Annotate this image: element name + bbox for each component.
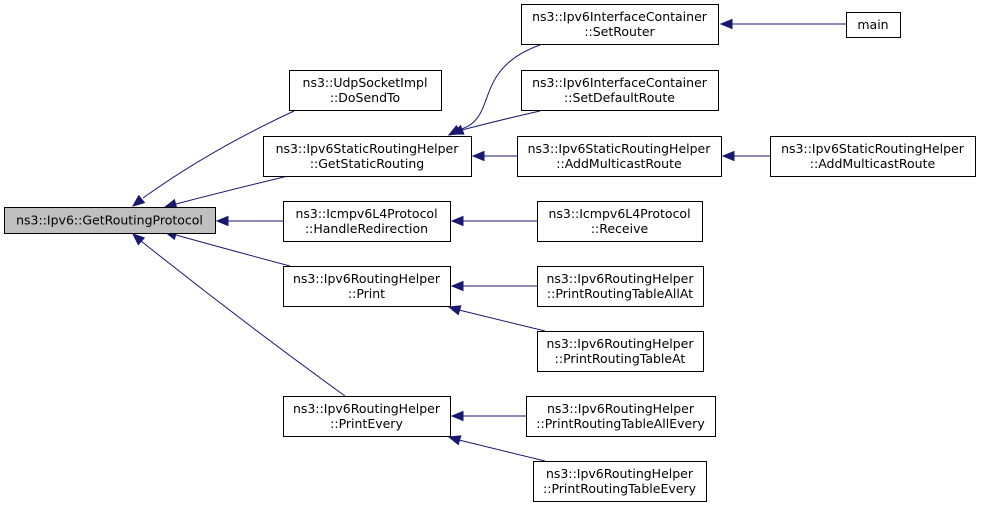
node-box	[517, 136, 722, 177]
arrowhead-icon	[450, 124, 465, 135]
node-label-line: ::AddMulticastRoute	[810, 156, 936, 171]
node-box	[846, 12, 901, 38]
arrowhead-icon	[447, 435, 462, 446]
edge-addmulticast1-to-getstaticrouting	[471, 150, 517, 162]
node-label-line: ns3::Icmpv6L4Protocol	[548, 206, 690, 221]
node-printat[interactable]: ns3::Ipv6RoutingHelper::PrintRoutingTabl…	[537, 331, 704, 372]
node-box	[283, 396, 451, 437]
edge-getstaticrouting-to-root	[163, 175, 289, 210]
node-label-line: ns3::UdpSocketImpl	[303, 75, 428, 90]
edge-line	[175, 175, 289, 205]
node-box	[537, 266, 704, 307]
node-label-line: ns3::Ipv6StaticRoutingHelper	[781, 141, 965, 156]
node-setdefaultroute[interactable]: ns3::Ipv6InterfaceContainer::SetDefaultR…	[521, 70, 719, 111]
edge-line	[461, 110, 541, 131]
node-box	[521, 4, 719, 45]
arrowhead-icon	[450, 215, 464, 227]
node-label-line: ::PrintRoutingTableAt	[555, 351, 686, 366]
edge-printallevery-to-printevery	[450, 410, 526, 422]
arrowhead-icon	[215, 215, 229, 227]
node-box	[770, 136, 976, 177]
arrowhead-icon	[447, 305, 462, 316]
edge-addmulticast2-to-addmulticast1	[721, 150, 770, 162]
node-label-line: ::PrintRoutingTableAllAt	[547, 286, 693, 301]
node-box	[283, 266, 451, 307]
edge-line	[457, 44, 541, 131]
node-addmulticast2[interactable]: ns3::Ipv6StaticRoutingHelper::AddMultica…	[770, 136, 976, 177]
node-label-line: ns3::Ipv6RoutingHelper	[293, 401, 441, 416]
edge-print-to-root	[163, 229, 291, 267]
node-label-line: ns3::Ipv6RoutingHelper	[546, 466, 694, 481]
node-label-line: ns3::Ipv6StaticRoutingHelper	[528, 141, 712, 156]
node-handleredirection[interactable]: ns3::Icmpv6L4Protocol::HandleRedirection	[283, 201, 451, 242]
node-addmulticast1[interactable]: ns3::Ipv6StaticRoutingHelper::AddMultica…	[517, 136, 722, 177]
node-label-line: ns3::Ipv6RoutingHelper	[547, 401, 695, 416]
node-label-line: ns3::Ipv6::GetRoutingProtocol	[16, 213, 203, 228]
node-printtableevery[interactable]: ns3::Ipv6RoutingHelper::PrintRoutingTabl…	[533, 461, 707, 502]
node-label-line: ::SetDefaultRoute	[564, 90, 675, 105]
node-udp_dosendto[interactable]: ns3::UdpSocketImpl::DoSendTo	[289, 70, 442, 111]
node-label-line: ::SetRouter	[584, 24, 655, 39]
edge-handleredirection-to-root	[215, 215, 283, 227]
node-label-line: ::Print	[348, 286, 385, 301]
edge-printevery-to-root	[132, 233, 346, 397]
node-label-line: ::DoSendTo	[330, 90, 400, 105]
edge-line	[458, 309, 546, 332]
node-label-line: main	[857, 17, 888, 32]
node-receive[interactable]: ns3::Icmpv6L4Protocol::Receive	[537, 201, 703, 242]
node-label-line: ::GetStaticRouting	[310, 156, 424, 171]
arrowhead-icon	[450, 410, 464, 422]
edge-udp_dosendto-to-root	[131, 110, 295, 207]
node-label-line: ns3::Ipv6InterfaceContainer	[532, 75, 708, 90]
node-box	[537, 331, 704, 372]
edge-receive-to-handleredirection	[450, 215, 537, 227]
node-box	[263, 136, 472, 177]
edge-printat-to-print	[447, 305, 546, 332]
node-label-line: ::HandleRedirection	[305, 221, 428, 236]
node-label-line: ::AddMulticastRoute	[556, 156, 682, 171]
node-root[interactable]: ns3::Ipv6::GetRoutingProtocol	[4, 207, 216, 234]
node-box	[526, 396, 716, 437]
node-label-line: ns3::Ipv6RoutingHelper	[293, 271, 441, 286]
node-label-line: ns3::Icmpv6L4Protocol	[295, 206, 437, 221]
node-box	[537, 201, 703, 242]
arrowhead-icon	[131, 194, 146, 207]
node-label-line: ::PrintRoutingTableAllEvery	[536, 416, 705, 431]
node-box	[283, 201, 451, 242]
node-box	[521, 70, 719, 111]
node-label-line: ::Receive	[591, 221, 649, 236]
edge-printallat-to-print	[450, 280, 537, 292]
nodes-layer: ns3::Ipv6::GetRoutingProtocol ns3::UdpSoc…	[4, 4, 976, 502]
node-box	[4, 207, 216, 234]
arrowhead-icon	[132, 233, 146, 246]
edge-main-to-setrouter	[719, 18, 846, 30]
arrowhead-icon	[721, 150, 735, 162]
node-label-line: ns3::Ipv6InterfaceContainer	[532, 9, 708, 24]
edge-line	[175, 234, 291, 267]
edge-line	[140, 240, 346, 397]
node-getstaticrouting[interactable]: ns3::Ipv6StaticRoutingHelper::GetStaticR…	[263, 136, 472, 177]
node-box	[533, 461, 707, 502]
node-printallat[interactable]: ns3::Ipv6RoutingHelper::PrintRoutingTabl…	[537, 266, 704, 307]
node-printallevery[interactable]: ns3::Ipv6RoutingHelper::PrintRoutingTabl…	[526, 396, 716, 437]
node-main[interactable]: main	[846, 12, 901, 38]
edge-printtableevery-to-printevery	[447, 435, 546, 462]
node-label-line: ::PrintEvery	[330, 416, 403, 431]
node-label-line: ns3::Ipv6StaticRoutingHelper	[276, 141, 460, 156]
node-printevery[interactable]: ns3::Ipv6RoutingHelper::PrintEvery	[283, 396, 451, 437]
arrowhead-icon	[450, 280, 464, 292]
node-setrouter[interactable]: ns3::Ipv6InterfaceContainer::SetRouter	[521, 4, 719, 45]
node-print[interactable]: ns3::Ipv6RoutingHelper::Print	[283, 266, 451, 307]
node-label-line: ::PrintRoutingTableEvery	[543, 481, 697, 496]
edges-layer	[131, 18, 846, 462]
node-label-line: ns3::Ipv6RoutingHelper	[546, 271, 694, 286]
edge-setdefaultroute-to-getstaticrouting	[450, 110, 541, 135]
edge-line	[458, 439, 546, 462]
arrowhead-icon	[719, 18, 733, 30]
node-label-line: ns3::Ipv6RoutingHelper	[546, 336, 694, 351]
node-box	[289, 70, 442, 111]
arrowhead-icon	[471, 150, 485, 162]
edge-line	[142, 110, 295, 199]
